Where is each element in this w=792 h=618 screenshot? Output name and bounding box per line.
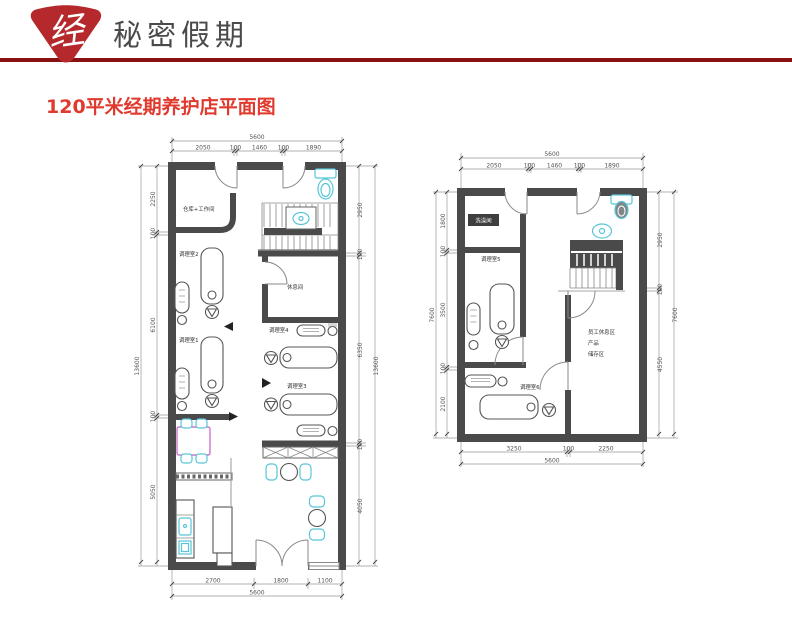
plan2-interior-walls (457, 214, 571, 438)
dim-label: 2050 (195, 145, 210, 152)
plan1-dimensions: 5600 2050 100 1460 100 1890 2700 1800 11… (134, 134, 380, 600)
basin-icon (591, 223, 613, 239)
diffuser-icons (494, 334, 557, 418)
side-tables-and-stools (174, 281, 338, 437)
square-table (176, 426, 211, 456)
dim-label: 100 (657, 284, 664, 296)
dim-label: 100 (563, 446, 575, 453)
dim-label: 2250 (598, 446, 613, 453)
product-shelf (175, 472, 233, 481)
dim-label: 2100 (440, 396, 447, 411)
dim-label: 13600 (134, 356, 141, 375)
dim-label: 1800 (273, 578, 288, 585)
dim-label: 3250 (506, 446, 521, 453)
dim-label: 2700 (205, 578, 220, 585)
stair-landing (264, 228, 322, 235)
plan2-outer-walls (457, 188, 647, 442)
room-label-shower: 洗澡间 (475, 217, 491, 225)
shower-label-bg (468, 214, 499, 226)
dim-label: 100 (230, 145, 242, 152)
dim-label: 3500 (440, 302, 447, 317)
dim-label: 2250 (150, 191, 157, 206)
dim-label: 100 (524, 163, 536, 170)
staircase-icon (258, 202, 339, 251)
display-shelf (262, 446, 339, 459)
massage-beds (200, 247, 338, 416)
dim-label: 6100 (150, 317, 157, 332)
kitchen-counter (175, 499, 195, 559)
bed-room5 (489, 283, 515, 335)
dim-label: 6350 (357, 342, 364, 357)
massage-beds (479, 283, 539, 420)
floor-plans-canvas: 仓库+工作间 调理室2 调理室1 休息间 调理室4 调理室3 5600 2050… (134, 134, 679, 600)
room-label-room1: 调理室1 (179, 336, 199, 344)
room-label-room2: 调理室2 (179, 250, 199, 258)
diffuser-icons (204, 304, 279, 412)
dim-label: 2950 (657, 232, 664, 247)
plan1-doors (214, 165, 309, 567)
room-label-room3: 调理室3 (287, 382, 307, 390)
dim-label: 100 (440, 246, 447, 258)
room-label-room4: 调理室4 (269, 326, 289, 334)
dim-label: 5600 (544, 458, 559, 465)
round-table-seating (265, 462, 327, 541)
room-label-staff-3: 储存区 (588, 350, 605, 358)
toilet-icon (610, 194, 633, 220)
dim-label: 100 (150, 411, 157, 423)
room-label-staff-1: 员工休息区 (588, 328, 616, 336)
window (308, 562, 340, 570)
bed-room4 (279, 346, 338, 369)
plan1-outer-walls (168, 162, 346, 570)
room-label-rest: 休息间 (287, 283, 303, 291)
dim-label: 100 (357, 249, 364, 261)
dim-label: 1460 (252, 145, 267, 152)
dim-label: 7600 (672, 307, 679, 322)
room-label-staff-2: 产品 (588, 339, 599, 347)
logo-pick-shape (30, 5, 102, 63)
side-tables-and-stools (464, 302, 508, 388)
room-label-storage: 仓库+工作间 (183, 205, 214, 213)
bed-room3 (279, 393, 338, 416)
room-label-room6: 调理室6 (520, 383, 540, 391)
dim-label: 5600 (544, 151, 559, 158)
bed-room6 (479, 394, 539, 420)
bed-room2 (200, 247, 224, 305)
dim-label: 1890 (306, 145, 321, 152)
dim-label: 100 (278, 145, 290, 152)
dim-label: 1460 (547, 163, 562, 170)
dim-label: 2050 (486, 163, 501, 170)
plan1-interior-walls-heavy (258, 249, 342, 448)
dim-label: 100 (574, 163, 586, 170)
dim-label: 5600 (249, 590, 264, 597)
dim-label: 4550 (657, 357, 664, 372)
dim-label: 100 (150, 228, 157, 240)
floor-plan-1: 仓库+工作间 调理室2 调理室1 休息间 调理室4 调理室3 5600 2050… (134, 134, 380, 600)
dim-label: 2950 (357, 202, 364, 217)
dim-label: 7600 (429, 307, 436, 322)
bed-room1 (200, 336, 224, 394)
dim-label: 1800 (440, 213, 447, 228)
floor-plan-2: 洗澡间 调理室5 调理室6 员工休息区 (429, 151, 679, 467)
dim-label: 5050 (150, 484, 157, 499)
dim-label: 100 (440, 363, 447, 375)
dim-label: 5600 (249, 134, 264, 141)
reception-desk (212, 458, 233, 567)
header-divider (0, 58, 792, 62)
dim-label: 1890 (604, 163, 619, 170)
table-chairs (180, 418, 208, 464)
dim-label: 13600 (373, 356, 380, 375)
page-title: 120平米经期养护店平面图 (46, 96, 276, 118)
door-marker-icons (224, 322, 271, 421)
dim-label: 1100 (317, 578, 332, 585)
brand-logo-icon: 经 (30, 5, 102, 63)
room-label-room5: 调理室5 (481, 255, 501, 263)
plan2-dimensions: 5600 2050 100 1460 100 1890 3250 100 225… (429, 151, 679, 467)
dim-label: 4050 (357, 498, 364, 513)
dim-label: 100 (357, 439, 364, 451)
staircase-icon (558, 240, 625, 292)
brand-name: 秘密假期 (113, 18, 250, 52)
toilet-icon (314, 168, 337, 200)
plan1-interior-walls (168, 193, 342, 420)
